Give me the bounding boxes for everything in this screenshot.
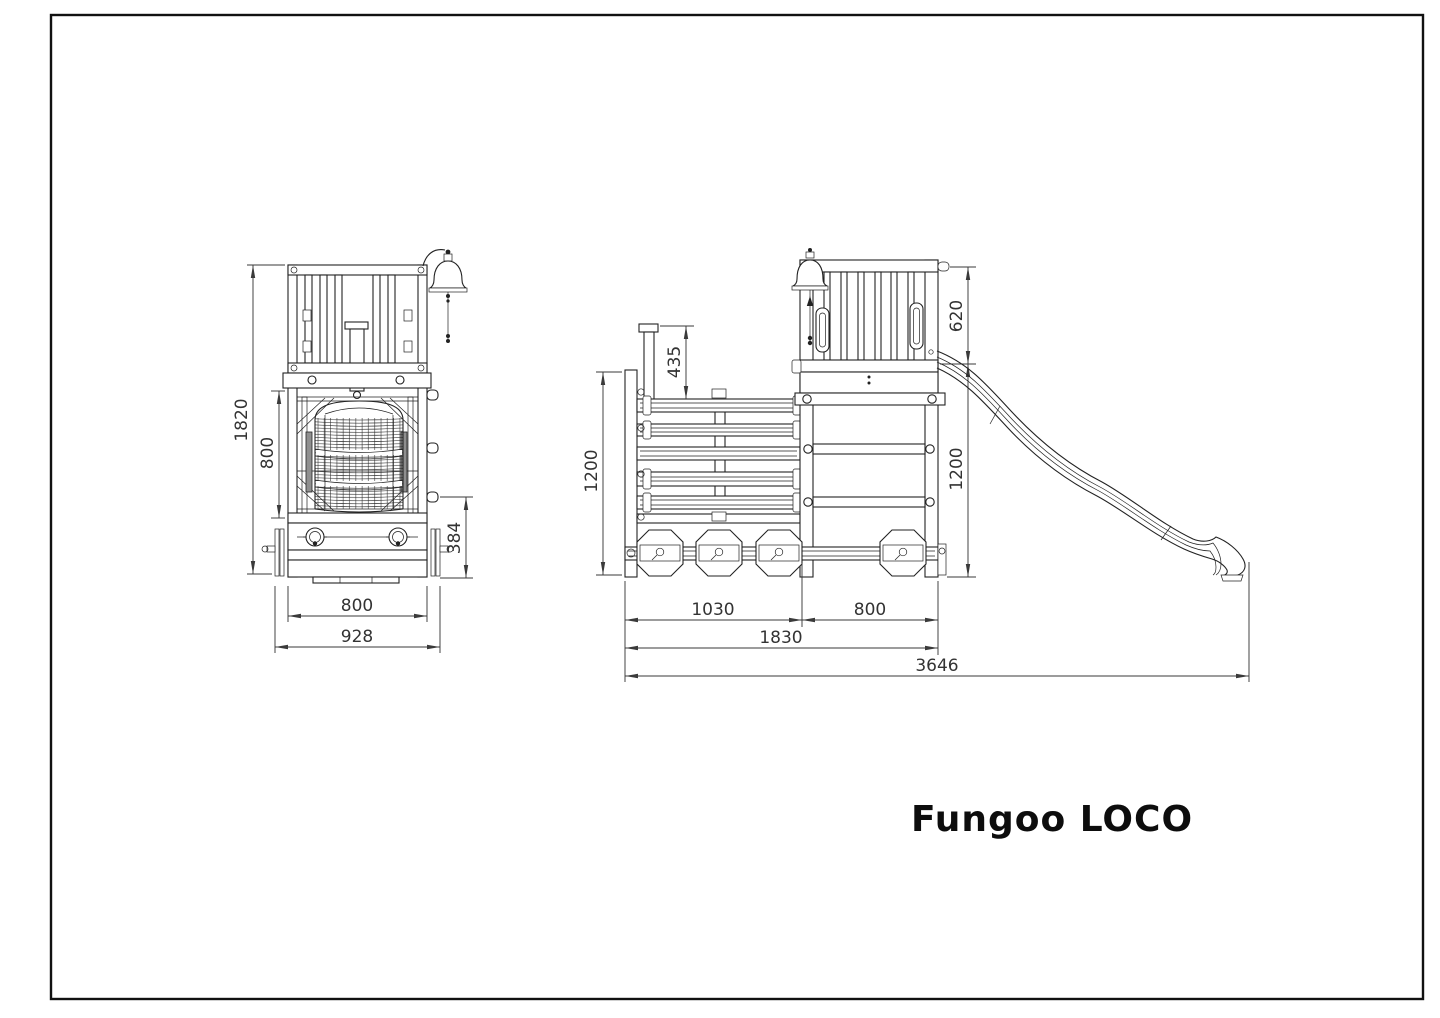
grab-handle [909, 302, 924, 350]
wall-rail [812, 496, 926, 508]
hinge-icon [302, 309, 312, 322]
platform-beam [794, 392, 946, 406]
ground-anchor [879, 529, 927, 577]
dim-frame-height: 1200 [582, 371, 622, 576]
dim-platform-height: 1200 [947, 364, 976, 578]
tower-front-post [799, 259, 814, 578]
ground-anchor [695, 529, 743, 577]
end-plank [624, 369, 638, 578]
climb-frame [624, 323, 802, 578]
ground-anchor [755, 529, 803, 577]
latch-icon [403, 340, 413, 353]
dim-label-overall-length: 3646 [915, 656, 958, 676]
front-upper-band [282, 372, 432, 389]
dim-label-climb-frame-length: 1030 [691, 600, 734, 620]
tower [791, 259, 950, 578]
side-dimensions: 435 1200 620 1200 1030 800 [582, 266, 1250, 682]
dim-net-opening-height: 800 [258, 390, 285, 519]
tower-rear-post [924, 259, 939, 578]
dim-label-railing-height: 620 [947, 300, 967, 332]
dim-climb-frame-length: 1030 [624, 563, 803, 682]
net-side-brace [305, 431, 313, 493]
side-view [624, 248, 950, 578]
post-cap [638, 323, 659, 333]
rail-knob [937, 261, 950, 272]
dim-base-height: 384 [440, 496, 473, 579]
dim-total-height: 1820 [232, 264, 285, 575]
dim-tower-depth: 800 [802, 581, 939, 655]
step-peg [426, 442, 439, 454]
dim-frame-width: 800 [287, 586, 428, 622]
grab-handle [815, 307, 830, 353]
bell-icon [422, 249, 468, 343]
corner-post [643, 331, 655, 401]
front-base [287, 512, 428, 584]
front-railing [287, 264, 428, 392]
dim-label-total-height: 1820 [232, 398, 252, 441]
dim-label-frame-height: 1200 [582, 449, 602, 492]
dim-label-overall-width: 928 [341, 627, 373, 647]
rail-clip [711, 511, 727, 522]
dim-overall-width: 928 [274, 586, 441, 653]
dim-label-frame-length: 1830 [759, 628, 802, 648]
dim-label-post-above-frame: 435 [665, 346, 685, 378]
slide-foot [1220, 574, 1244, 582]
dim-label-net-opening-height: 800 [258, 437, 278, 469]
ground-anchor [261, 528, 285, 577]
sheet-border [49, 13, 1425, 1001]
wall-rail [812, 443, 926, 455]
bell-icon [791, 248, 829, 346]
climbing-net-tube [314, 400, 404, 513]
dim-label-platform-height: 1200 [947, 447, 967, 490]
dim-overall-length: 3646 [625, 562, 1250, 682]
dim-label-base-height: 384 [445, 522, 465, 554]
front-dimensions: 1820 800 384 800 928 [232, 264, 473, 653]
step-peg [426, 389, 439, 401]
steering-wheel-icon [386, 527, 410, 547]
step-peg [426, 491, 439, 503]
dim-label-tower-depth: 800 [854, 600, 886, 620]
ground-anchor [636, 529, 684, 577]
rail-clip [711, 388, 727, 399]
ground-plate [937, 543, 947, 576]
ground-anchor [430, 528, 454, 577]
drawing-title: Fungoo LOCO [911, 799, 1193, 840]
front-view [261, 249, 468, 584]
dim-post-above-frame: 435 [660, 325, 694, 399]
latch-icon [403, 309, 413, 322]
slide [936, 350, 1246, 582]
dim-frame-length: 1830 [625, 628, 938, 651]
dim-label-frame-width: 800 [341, 596, 373, 616]
hinge-icon [302, 340, 312, 353]
dim-railing-height: 620 [940, 266, 976, 365]
steering-wheel-icon [303, 527, 327, 547]
